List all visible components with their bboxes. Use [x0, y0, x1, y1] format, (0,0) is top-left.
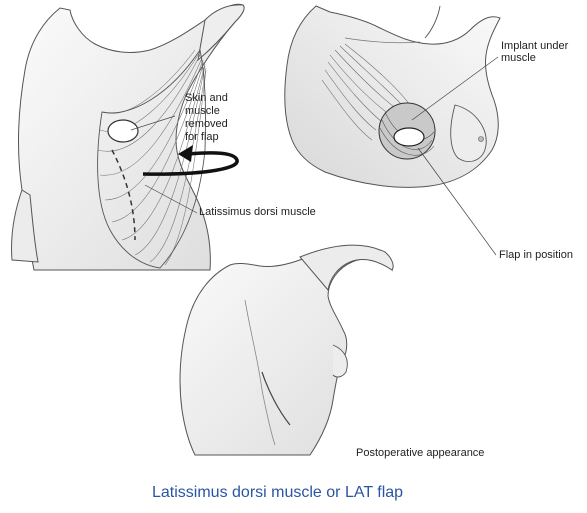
figure-title: Latissimus dorsi muscle or LAT flap [152, 484, 403, 502]
label-postoperative: Postoperative appearance [356, 447, 484, 460]
corner-mark [568, 420, 574, 470]
label-skin-muscle-4: for flap [185, 131, 219, 144]
front-view-figure [285, 6, 500, 255]
postop-figure [180, 245, 393, 455]
nipple [479, 137, 484, 142]
transfer-arrowhead [178, 145, 193, 162]
label-latissimus-muscle: Latissimus dorsi muscle [199, 206, 316, 219]
postop-torso [180, 246, 392, 455]
label-implant-2: muscle [501, 52, 536, 65]
raised-arm [198, 5, 244, 60]
label-skin-muscle-1: Skin and [185, 92, 228, 105]
skin-island [108, 120, 138, 142]
label-skin-muscle-2: muscle [185, 105, 220, 118]
neck-line [425, 6, 440, 38]
label-flap-position: Flap in position [499, 249, 573, 262]
flap-skin-paddle [394, 128, 424, 146]
label-skin-muscle-3: removed [185, 118, 228, 131]
